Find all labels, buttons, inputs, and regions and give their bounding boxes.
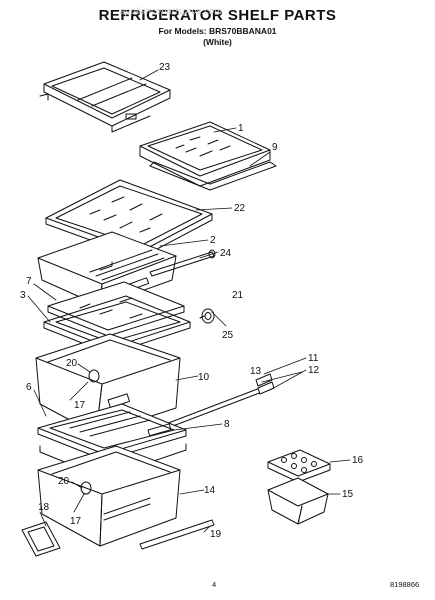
callout-20b: 20 xyxy=(58,476,70,487)
callout-8: 8 xyxy=(224,419,230,430)
part-18-label xyxy=(21,521,61,557)
leader-lines xyxy=(27,69,351,533)
doc-number: 8198866 xyxy=(390,580,420,589)
callout-14: 14 xyxy=(204,485,216,496)
part-21-25-knob xyxy=(199,308,215,324)
callout-10: 10 xyxy=(198,372,210,383)
callout-21: 21 xyxy=(232,290,244,301)
callout-25: 25 xyxy=(222,330,234,341)
callouts: 23 1 9 22 2 24 7 3 21 25 11 13 12 20 10 … xyxy=(20,62,364,540)
part-14-lower-crisper-drawer xyxy=(37,445,181,547)
part-9-shelf-trim xyxy=(149,161,277,191)
color-line: (White) xyxy=(203,37,232,47)
callout-23: 23 xyxy=(159,62,171,73)
watermark: appliancepartspros.com xyxy=(120,6,223,16)
part-16-egg-tray xyxy=(267,449,331,483)
page-number: 4 xyxy=(212,580,217,589)
callout-6: 6 xyxy=(26,382,32,393)
callout-7: 7 xyxy=(26,276,32,287)
callout-3: 3 xyxy=(20,290,26,301)
callout-17b: 17 xyxy=(70,516,82,527)
part-24-slide-rail xyxy=(149,249,216,277)
callout-22: 22 xyxy=(234,203,246,214)
part-1-glass-shelf xyxy=(139,121,271,187)
callout-20a: 20 xyxy=(66,358,78,369)
callout-15: 15 xyxy=(342,489,354,500)
callout-2: 2 xyxy=(210,235,216,246)
callout-18: 18 xyxy=(38,502,50,513)
callout-13: 13 xyxy=(250,366,262,377)
callout-9: 9 xyxy=(272,142,278,153)
callout-19: 19 xyxy=(210,529,222,540)
part-7-glass-cover xyxy=(47,281,185,337)
callout-16: 16 xyxy=(352,455,364,466)
part-2-upper-crisper-drawer xyxy=(37,231,177,307)
part-15-egg-bin xyxy=(267,477,329,525)
part-19-bottom-rail xyxy=(139,519,215,550)
callout-17a: 17 xyxy=(74,400,86,411)
part-11-12-clips xyxy=(255,373,275,395)
callout-12: 12 xyxy=(308,365,320,376)
page-title: REFRIGERATOR SHELF PARTS xyxy=(98,7,337,24)
models-line: For Models: BRS70BBANA01 xyxy=(158,26,277,36)
part-23-crisper-cover xyxy=(39,61,171,133)
callout-1: 1 xyxy=(238,123,244,134)
callout-24: 24 xyxy=(220,248,232,259)
callout-11: 11 xyxy=(308,353,319,364)
